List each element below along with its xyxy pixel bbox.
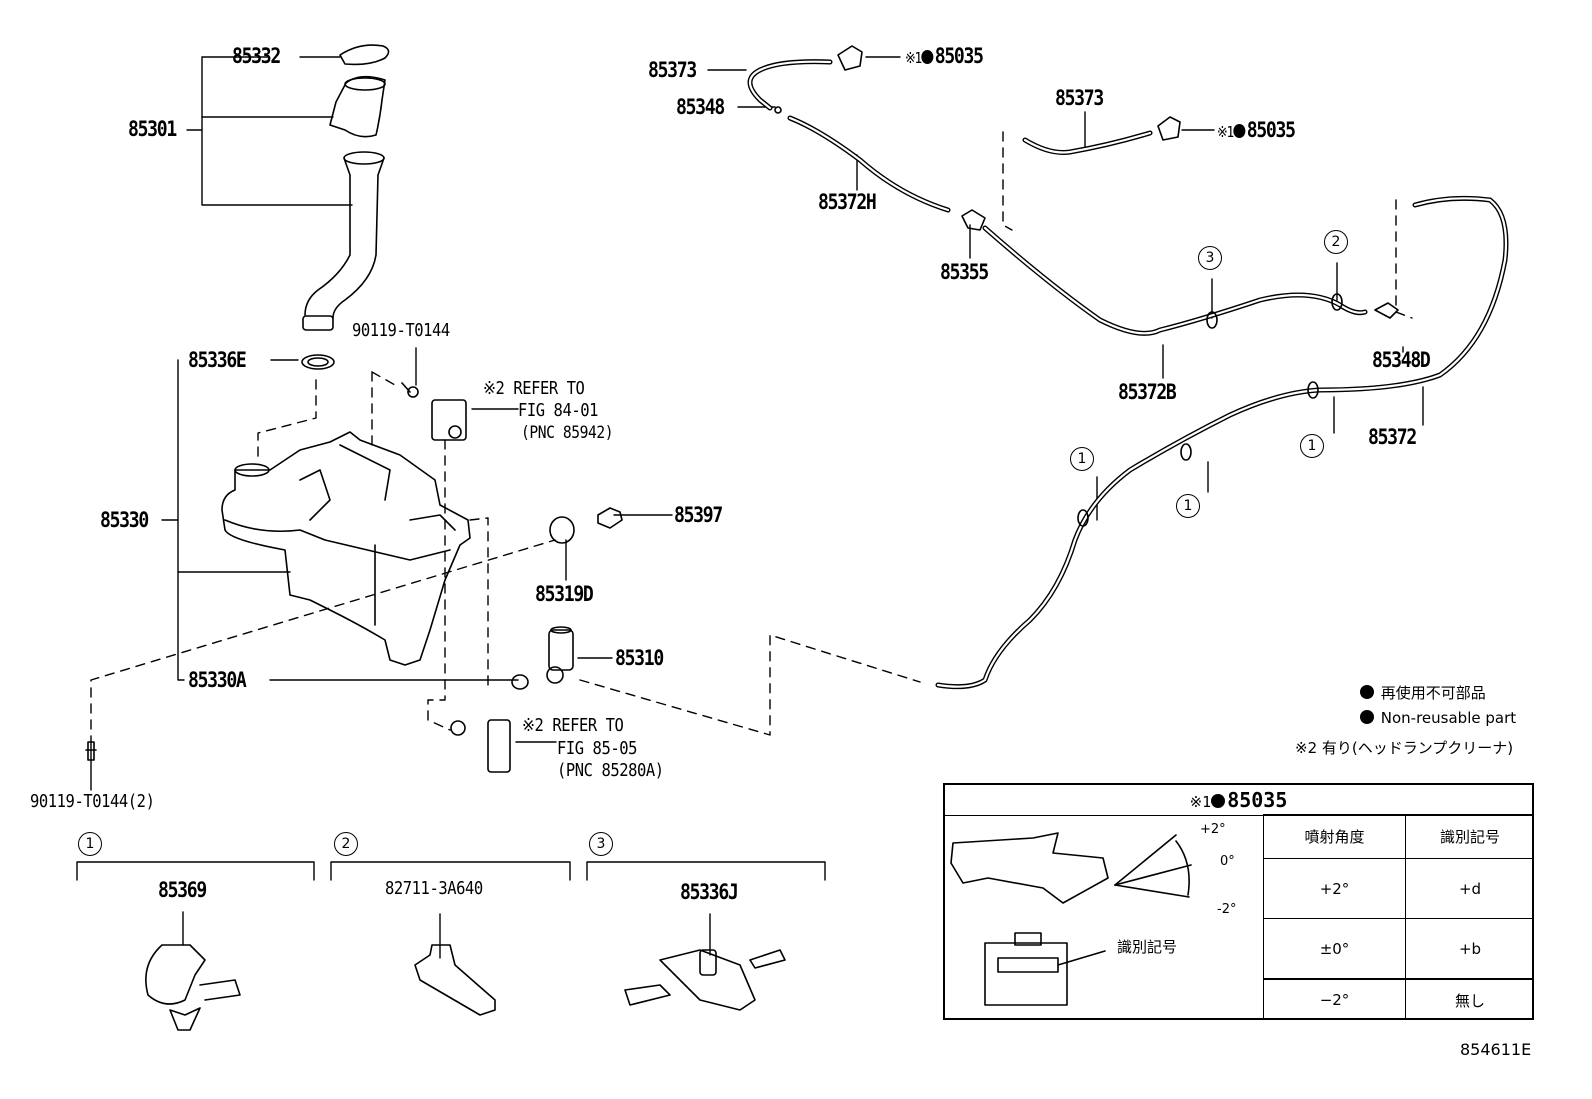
row-mark: +d	[1405, 858, 1534, 918]
note1-mark: ※1	[1189, 793, 1212, 811]
part-label-85348[interactable]: 85348	[676, 95, 725, 119]
part-label-85336J[interactable]: 85336J	[680, 880, 739, 904]
callout-clip-3[interactable]: 3	[1198, 246, 1222, 270]
refer-to-text: REFER TO	[513, 378, 585, 399]
note2-mark: ※2	[483, 378, 505, 399]
legend-en: Non-reusable part	[1360, 710, 1516, 726]
note1-mark: ※1	[1217, 123, 1234, 141]
spec-part[interactable]: 85035	[1227, 788, 1288, 812]
refer-fig-85-05[interactable]: FIG 85-05	[557, 738, 638, 759]
part-label-85319D[interactable]: 85319D	[535, 582, 594, 606]
nozzle-part: 85035	[1246, 118, 1296, 142]
part-label-90119-T0144[interactable]: 90119-T0144	[352, 320, 450, 341]
legend-jp: 再使用不可部品	[1360, 685, 1486, 701]
row-angle: −2°	[1263, 978, 1405, 1020]
nozzle-part: 85035	[934, 44, 984, 68]
part-label-90119-T0144-2[interactable]: 90119-T0144(2)	[30, 791, 155, 812]
legend-note2: ※2 有り(ヘッドランプクリーナ)	[1295, 739, 1514, 757]
callout-clip-1[interactable]: 1	[1176, 494, 1200, 518]
part-label-85301[interactable]: 85301	[128, 117, 177, 141]
nozzle-spec-table: ※1 85035 +2° 0° -2° 識別記号 噴射角度 識別記号 +2° +d…	[943, 783, 1534, 1020]
nozzle-label-b[interactable]: ※1 85035	[1217, 118, 1296, 142]
row-angle: +2°	[1263, 858, 1405, 918]
hoses	[747, 59, 1509, 690]
refer-pnc-85942: (PNC 85942)	[521, 423, 614, 443]
non-reusable-dot-icon	[1211, 794, 1226, 808]
washer-tank	[221, 431, 471, 666]
part-label-85372[interactable]: 85372	[1368, 425, 1417, 449]
angle-0: 0°	[1220, 854, 1235, 869]
part-label-85330[interactable]: 85330	[100, 508, 149, 532]
refer-to-text: REFER TO	[552, 715, 624, 736]
refer-note-1: ※2 REFER TO	[483, 378, 585, 399]
angle-minus2: -2°	[1217, 902, 1237, 917]
non-reusable-dot-icon	[1233, 124, 1246, 138]
part-label-85355[interactable]: 85355	[940, 260, 989, 284]
non-reusable-dot-icon	[1360, 710, 1374, 724]
hoses-inner	[748, 60, 1508, 688]
part-label-85397[interactable]: 85397	[674, 503, 723, 527]
id-mark-label: 識別記号	[1117, 938, 1178, 956]
pump-parts	[85, 382, 623, 773]
part-label-85332[interactable]: 85332	[232, 44, 281, 68]
header-id-mark: 識別記号	[1405, 814, 1534, 858]
leader-lines	[76, 56, 1424, 959]
legend-en-text: Non-reusable part	[1380, 709, 1517, 727]
part-label-85373-b[interactable]: 85373	[1055, 86, 1104, 110]
part-label-85310[interactable]: 85310	[615, 646, 664, 670]
row-mark: +b	[1405, 918, 1534, 978]
part-label-85336E[interactable]: 85336E	[188, 348, 247, 372]
part-label-85330A[interactable]: 85330A	[188, 668, 247, 692]
legend-callout-2: 2	[334, 832, 358, 856]
legend-callout-1: 1	[78, 832, 102, 856]
non-reusable-dot-icon	[921, 50, 934, 64]
filler-assembly	[301, 44, 390, 370]
legend-callout-3: 3	[589, 832, 613, 856]
part-label-85373[interactable]: 85373	[648, 58, 697, 82]
note1-mark: ※1	[905, 49, 922, 67]
part-label-85372H[interactable]: 85372H	[818, 190, 877, 214]
nozzles-connectors	[774, 45, 1399, 527]
row-angle: ±0°	[1263, 918, 1405, 978]
figure-id: 854611E	[1460, 1040, 1532, 1059]
legend-jp-text: 再使用不可部品	[1380, 684, 1486, 702]
note2-mark: ※2	[522, 715, 544, 736]
part-label-85372B[interactable]: 85372B	[1118, 380, 1177, 404]
refer-fig-84-01[interactable]: FIG 84-01	[518, 400, 599, 421]
part-label-85369[interactable]: 85369	[158, 878, 207, 902]
nozzle-label-a[interactable]: ※1 85035	[905, 44, 984, 68]
refer-note-2: ※2 REFER TO	[522, 715, 624, 736]
clip-drawings	[145, 944, 786, 1031]
part-label-85348D[interactable]: 85348D	[1372, 348, 1431, 372]
row-mark: 無し	[1405, 978, 1534, 1020]
callout-clip-1[interactable]: 1	[1300, 434, 1324, 458]
dashed-lines	[90, 131, 1413, 746]
spec-nozzle-drawing	[950, 832, 1192, 1006]
part-label-82711-3A640[interactable]: 82711-3A640	[385, 878, 483, 899]
callout-clip-2[interactable]: 2	[1324, 230, 1348, 254]
non-reusable-dot-icon	[1360, 685, 1374, 699]
spec-table-title: ※1 85035	[945, 785, 1532, 816]
callout-clip-1[interactable]: 1	[1070, 447, 1094, 471]
refer-pnc-85280A: (PNC 85280A)	[557, 760, 664, 781]
header-spray-angle: 噴射角度	[1263, 814, 1405, 858]
angle-plus2: +2°	[1200, 822, 1226, 837]
